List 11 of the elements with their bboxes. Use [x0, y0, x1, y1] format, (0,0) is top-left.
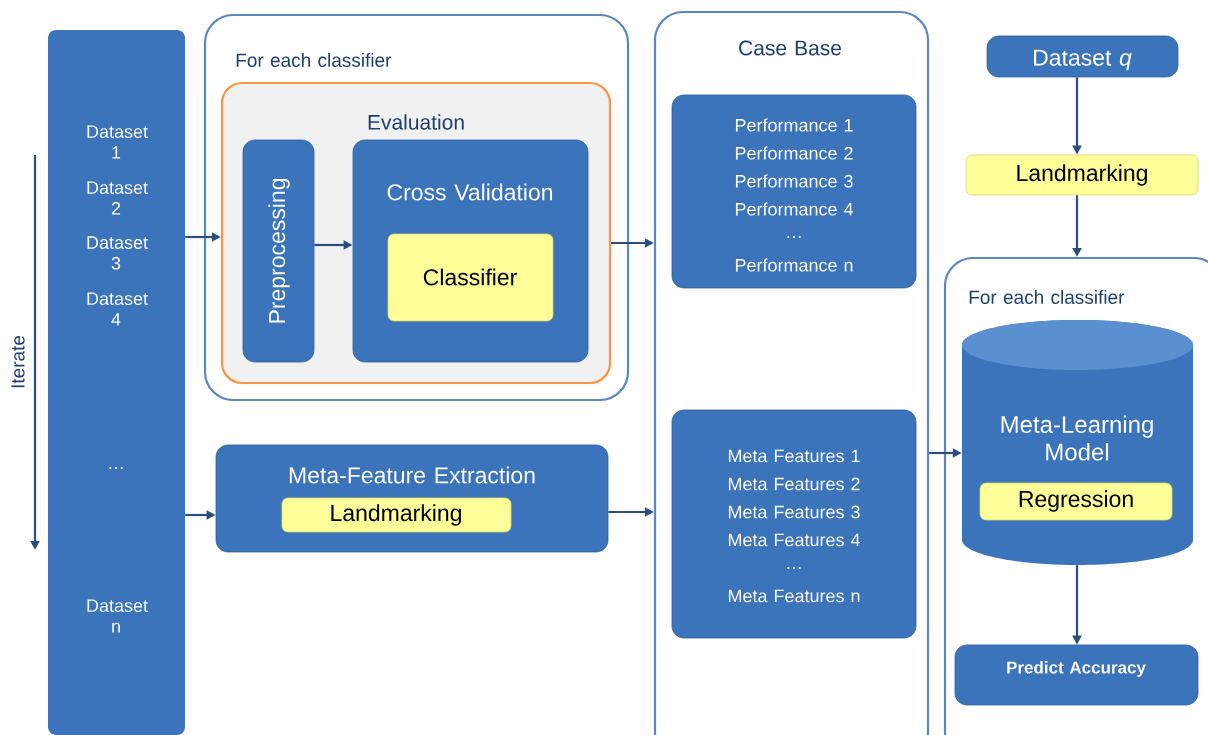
- process-box: Classifier: [387, 233, 554, 322]
- list-box: Performance 1 Performance 2 Performance 3 Performance 4 … Performance n: [671, 94, 917, 289]
- process-box: Landmarking: [965, 154, 1199, 196]
- list-box: Meta Features 1 Meta Features 2 Meta Features 3 Meta Features 4 … Meta Features n: [671, 409, 917, 639]
- process-box: Preprocessing: [242, 139, 315, 363]
- side-label: Iterate: [11, 335, 25, 388]
- input-box: Dataset q: [986, 35, 1179, 78]
- process-box: Regression: [979, 482, 1173, 521]
- process-box: Landmarking: [281, 497, 512, 533]
- dataset-column: Dataset 1 Dataset 2 Dataset 3 Dataset 4 … Dataset n: [48, 30, 185, 735]
- output-box: Predict Accuracy: [954, 644, 1199, 706]
